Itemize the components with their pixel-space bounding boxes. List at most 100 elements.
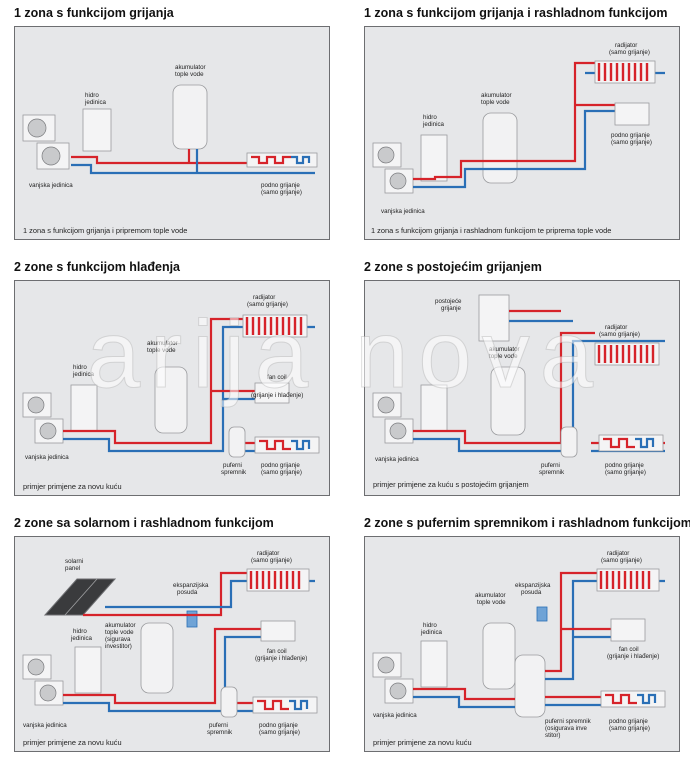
- floor-heating-coil: [254, 436, 320, 454]
- label-floor-2: (samo grijanje): [609, 725, 650, 732]
- label-radiator-1: radijator: [253, 294, 275, 301]
- label-tank-4: investitor): [105, 643, 132, 650]
- outdoor-unit: [22, 392, 64, 444]
- label-solar-1: solarni: [65, 558, 83, 565]
- expansion-vessel: [186, 610, 198, 628]
- label-hydro-2: jedinica: [422, 121, 445, 128]
- label-radiator-2: (samo grijanje): [609, 49, 650, 56]
- hot-water-tank: [154, 366, 188, 434]
- label-expansion-2: posuda: [521, 589, 542, 596]
- hydro-unit: [70, 384, 98, 432]
- label-tank-3: (sigurava: [105, 636, 131, 643]
- floor-heating-coil: [598, 434, 664, 452]
- panel-4-title: 2 zone s postojećim grijanjem: [364, 260, 542, 274]
- fan-coil-unit: [260, 620, 296, 642]
- fan-coil-unit: [254, 382, 290, 404]
- label-boiler-1: postojeće: [435, 298, 462, 305]
- panel-5-caption: primjer primjene za novu kuću: [23, 738, 122, 747]
- existing-boiler: [478, 294, 510, 342]
- label-buffer-2: spremnik: [207, 729, 233, 736]
- label-tank-2: tople vode: [175, 71, 204, 78]
- label-expansion-1: ekspanzijska: [515, 582, 551, 589]
- label-radiator-1: radijator: [605, 324, 627, 331]
- label-hydro-2: jedinica: [84, 99, 107, 106]
- label-floor-1: podno grijanje: [261, 462, 300, 469]
- outdoor-unit: [22, 114, 70, 170]
- label-tank-1: akumulator: [105, 622, 136, 629]
- label-tank-2: tople vode: [481, 99, 510, 106]
- label-hydro-2: jedinica: [420, 629, 443, 636]
- panel-1-diagram: vanjska jedinica hidro jedinica akumulat…: [14, 26, 330, 240]
- label-hydro-1: hidro: [423, 622, 437, 629]
- panel-2-diagram: vanjska jedinica hidro jedinica akumulat…: [364, 26, 680, 240]
- label-radiator-2: (samo grijanje): [247, 301, 288, 308]
- panel-4-caption: primjer primjene za kuću s postojećim gr…: [373, 480, 529, 489]
- floor-heating-coil: [246, 152, 318, 168]
- panel-3-caption: primjer primjene za novu kuću: [23, 482, 122, 491]
- panel-2-title: 1 zona s funkcijom grijanja i rashladnom…: [364, 6, 668, 20]
- label-radiator-1: radijator: [615, 42, 637, 49]
- label-radiator-1: radijator: [607, 550, 629, 557]
- label-floor-1: podno grijanje: [609, 718, 648, 725]
- label-fancoil-2: (samo grijanje): [611, 139, 652, 146]
- label-outdoor: vanjska jedinica: [373, 712, 417, 719]
- label-fancoil-1: fan coil: [267, 374, 287, 381]
- label-buffer-1: puferni: [223, 462, 242, 469]
- panel-5-diagram: solarni panel ekspanzijska posuda hidro …: [14, 536, 330, 752]
- hot-water-tank: [140, 622, 174, 694]
- outdoor-unit: [372, 142, 414, 194]
- label-radiator-2: (samo grijanje): [601, 557, 642, 564]
- label-hydro-1: hidro: [85, 92, 99, 99]
- label-tank-1: akumulator: [147, 340, 178, 347]
- panel-3-title: 2 zone s funkcijom hlađenja: [14, 260, 181, 274]
- label-fancoil-1: podno grijanje: [611, 132, 650, 139]
- hydro-unit: [74, 646, 102, 694]
- panel-4-diagram: vanjska jedinica postojeće grijanje akum…: [364, 280, 680, 496]
- label-hydro-1: hidro: [423, 114, 437, 121]
- label-solar-2: panel: [65, 565, 80, 572]
- label-outdoor: vanjska jedinica: [375, 456, 419, 463]
- label-floor-2: (samo grijanje): [259, 729, 300, 736]
- label-tank-2: tople vode: [147, 347, 176, 354]
- floor-heating-coil: [252, 696, 318, 714]
- label-outdoor: vanjska jedinica: [381, 208, 425, 215]
- hydro-unit: [420, 384, 448, 432]
- radiator: [242, 314, 308, 338]
- label-hydro-1: hidro: [73, 628, 87, 635]
- label-radiator-2: (samo grijanje): [251, 557, 292, 564]
- hydro-unit: [420, 134, 448, 182]
- hydro-unit: [420, 640, 448, 688]
- panel-3-diagram: vanjska jedinica hidro jedinica akumulat…: [14, 280, 330, 496]
- radiator: [594, 342, 660, 366]
- label-expansion-2: posuda: [177, 589, 198, 596]
- expansion-vessel: [536, 606, 548, 622]
- label-radiator-2: (samo grijanje): [599, 331, 640, 338]
- label-floor-1: podno grijanje: [259, 722, 298, 729]
- label-hydro-2: jedinica: [70, 635, 93, 642]
- label-outdoor: vanjska jedinica: [25, 454, 69, 461]
- label-hydro-2: jedinica: [72, 371, 95, 378]
- fan-coil-unit: [614, 102, 650, 126]
- floor-heating-coil: [600, 690, 666, 708]
- label-tank-1: akumulator: [489, 346, 520, 353]
- label-expansion-1: ekspanzijska: [173, 582, 209, 589]
- label-fancoil-2: (grijanje i hlađenje): [607, 653, 659, 660]
- radiator: [596, 568, 660, 592]
- panel-2-caption: 1 zona s funkcijom grijanja i rashladnom…: [371, 226, 611, 235]
- label-tank-1: akumulator: [481, 92, 512, 99]
- label-buffer-1: puferni spremnik: [545, 718, 592, 725]
- buffer-tank: [228, 426, 246, 458]
- label-buffer-1: puferni: [541, 462, 560, 469]
- hot-water-tank: [172, 84, 208, 150]
- outdoor-unit: [22, 654, 64, 706]
- panel-6-diagram: ekspanzijska posuda hidro jedinica akumu…: [364, 536, 680, 752]
- outdoor-unit: [372, 392, 414, 444]
- radiator: [246, 568, 310, 592]
- label-tank-1: akumulator: [175, 64, 206, 71]
- label-buffer-2: (osigurava inve: [545, 725, 588, 732]
- panel-6-caption: primjer primjene za novu kuću: [373, 738, 472, 747]
- label-buffer-2: spremnik: [221, 469, 247, 476]
- panel-1-caption: 1 zona s funkcijom grijanja i pripremom …: [23, 226, 187, 235]
- buffer-tank: [514, 654, 546, 718]
- hot-water-tank: [482, 112, 518, 184]
